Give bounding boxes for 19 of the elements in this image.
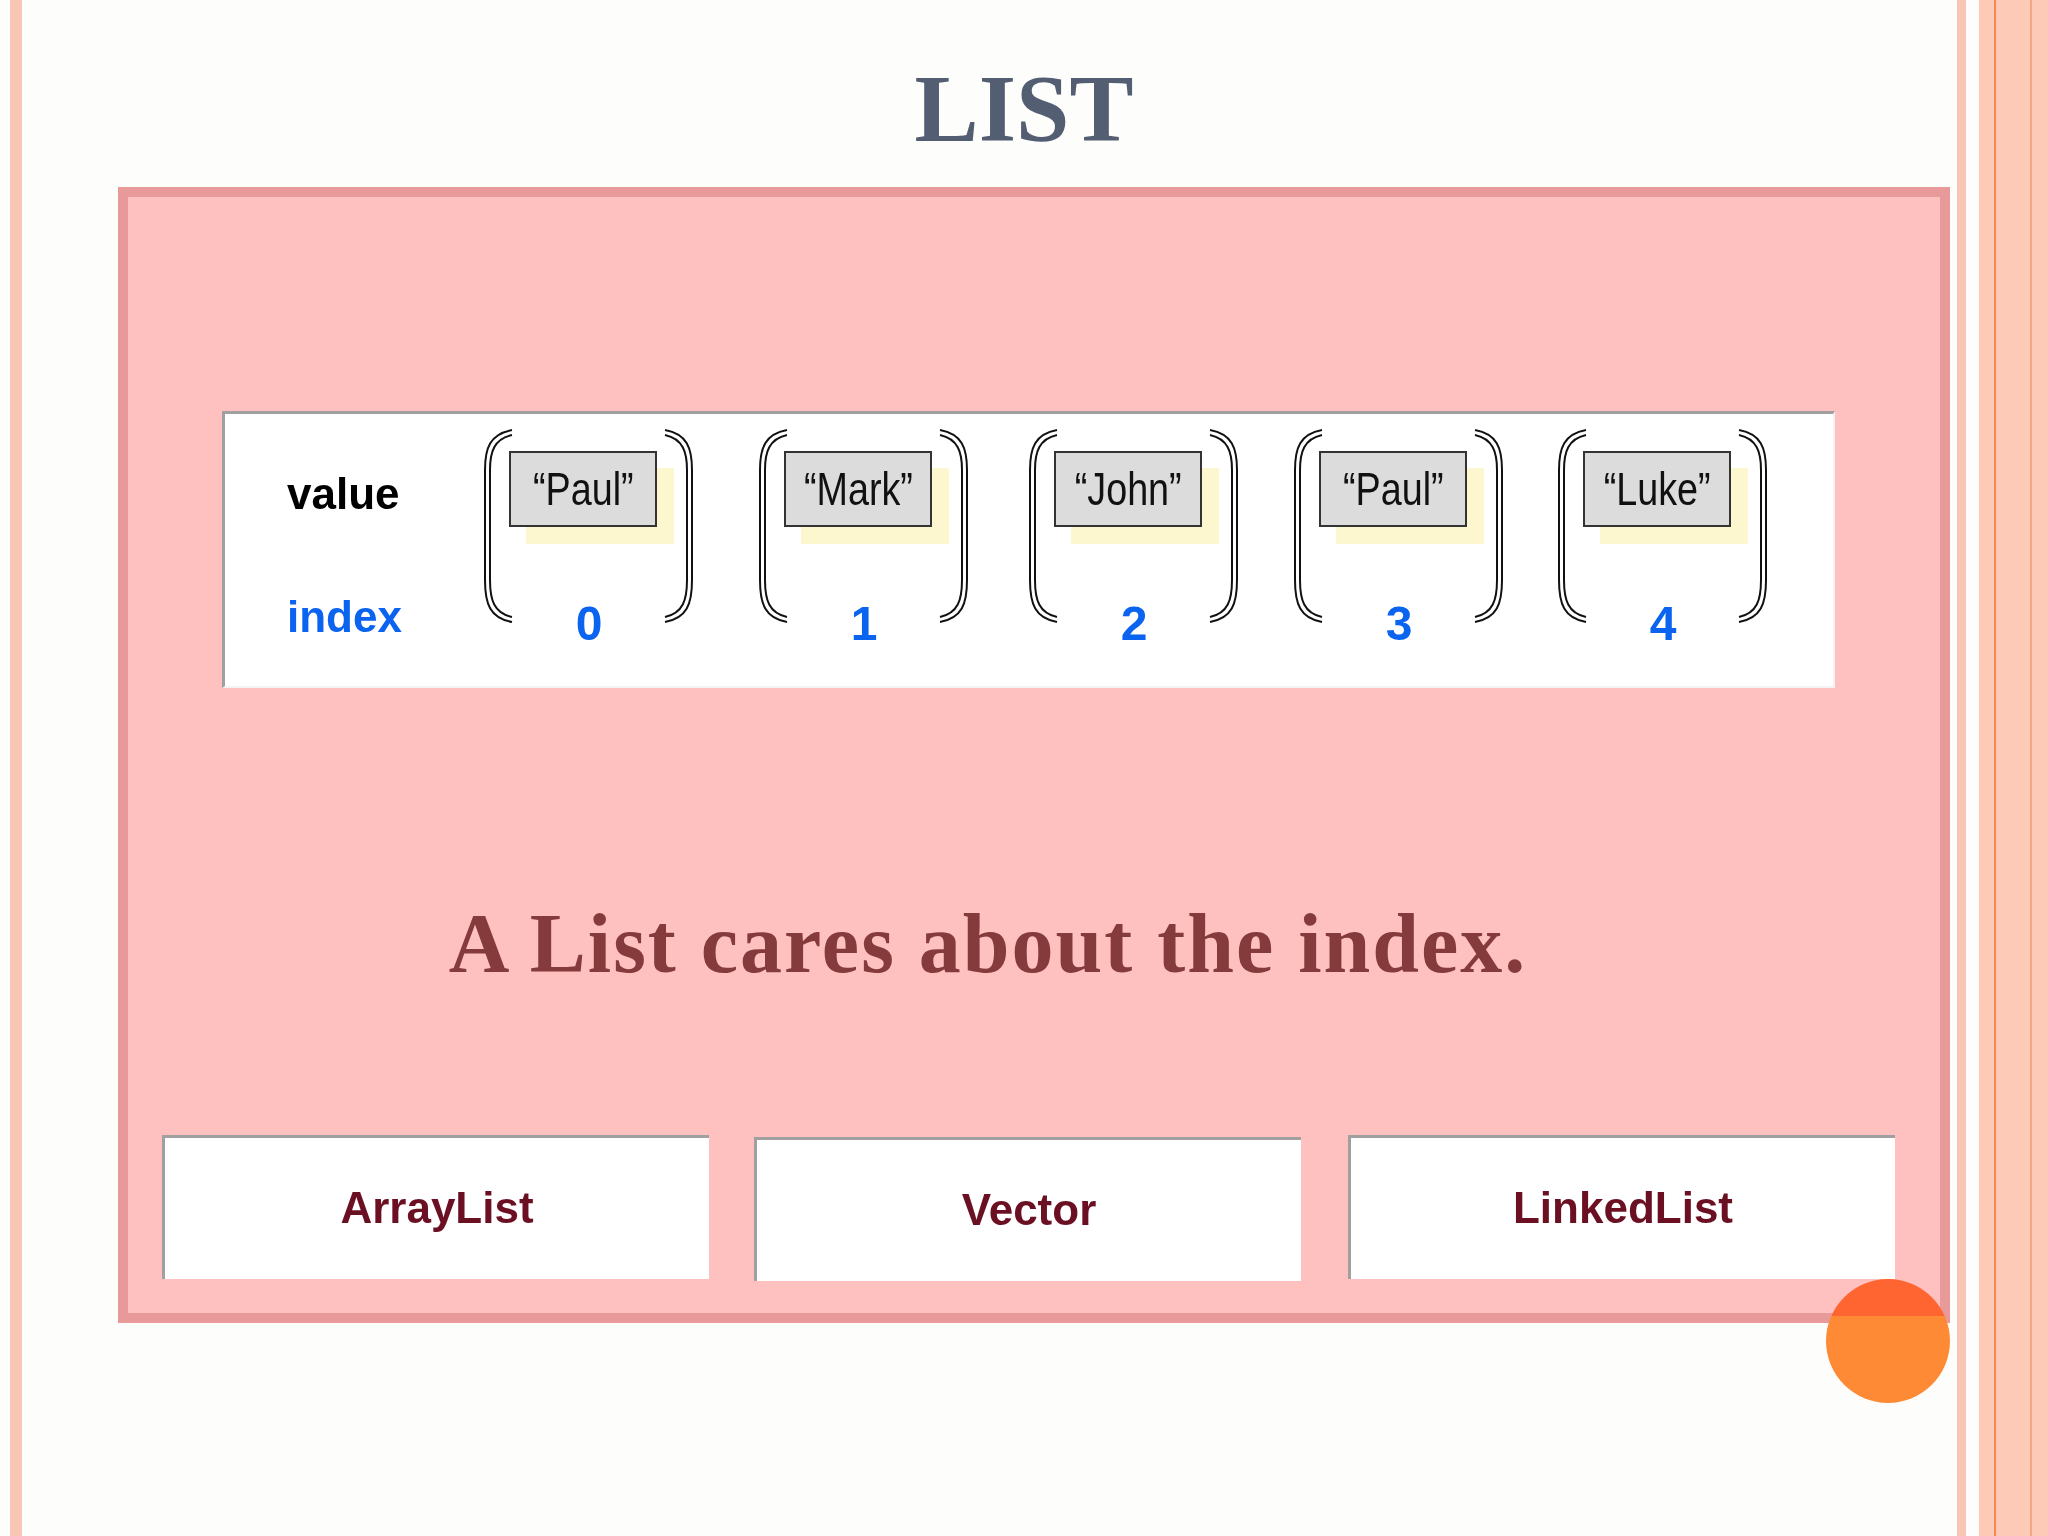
list-type-box: ArrayList [162,1135,709,1279]
row-label: value [287,472,400,516]
index-number: 4 [1649,600,1677,648]
value-box: “John” [1054,451,1202,527]
list-type-box: Vector [754,1137,1301,1281]
index-number: 3 [1385,600,1413,648]
index-number: 0 [575,600,603,648]
statement-text: A List cares about the index. [448,902,1528,986]
list-type-box: LinkedList [1348,1135,1895,1279]
value-box: “Paul” [509,451,657,527]
value-box: “Luke” [1583,451,1731,527]
index-number: 2 [1120,600,1148,648]
array-table [222,411,1835,688]
title: LIST [914,61,1134,157]
panel [118,187,1950,1323]
value-box: “Paul” [1319,451,1467,527]
value-box: “Mark” [784,451,932,527]
index-number: 1 [850,600,878,648]
row-label: index [287,595,402,639]
